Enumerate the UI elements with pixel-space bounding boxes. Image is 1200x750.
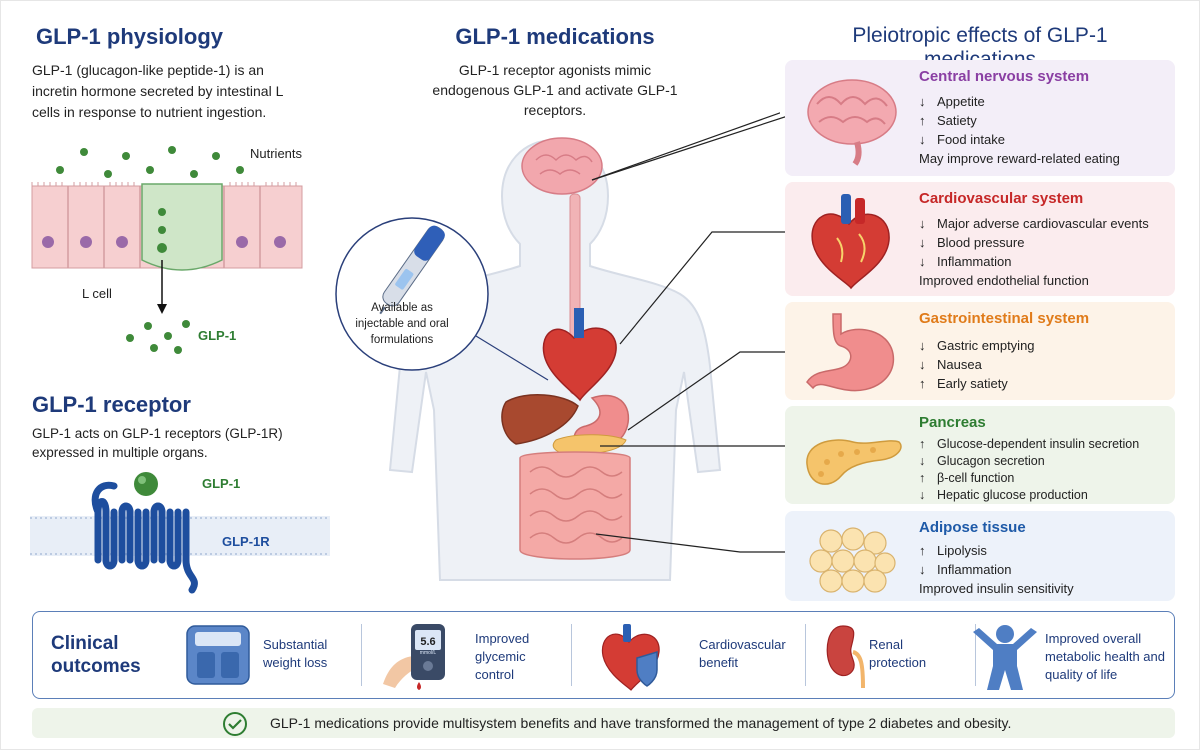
outcome-glycemic: 5.6 mmol/L Improved glycemic control	[373, 612, 573, 698]
pancreas-icon	[806, 439, 902, 485]
brain-organ	[521, 137, 603, 195]
cns-note: May improve reward-related eating	[919, 151, 1120, 166]
outcome-label: Improved glycemic control	[475, 631, 530, 682]
pancreas-organ	[552, 434, 627, 455]
gi-item: ↑Early satiety	[919, 376, 1008, 391]
medications-text: GLP-1 receptor agonists mimic endogenous…	[432, 62, 678, 118]
nutrients-label: Nutrients	[250, 146, 303, 161]
glp1-secreted-label: GLP-1	[198, 328, 236, 343]
effect-card-gastrointestinal: Gastrointestinal system ↓Gastric emptyin…	[785, 302, 1175, 400]
outcome-label: Cardiovascular benefit	[699, 637, 786, 670]
cns-item: ↑Satiety	[919, 113, 977, 128]
outcome-label: Renal protection	[869, 637, 927, 670]
outcome-label: Substantial weight loss	[263, 637, 328, 670]
cv-item: ↓Inflammation	[919, 254, 1012, 269]
outcome-renal: Renal protection	[809, 612, 975, 698]
adipose-note: Improved insulin sensitivity	[919, 581, 1074, 596]
outcome-metabolic-health: Improved overall metabolic health and qu…	[973, 612, 1175, 698]
footer-text: GLP-1 medications provide multisystem be…	[270, 715, 1012, 731]
glp1-ligand-label: GLP-1	[202, 476, 240, 491]
cns-name: Central nervous system	[919, 68, 1090, 85]
brain-icon	[807, 79, 897, 166]
adipose-name: Adipose tissue	[919, 519, 1026, 536]
svg-text:mmol/L: mmol/L	[420, 650, 437, 656]
check-circle-icon	[223, 712, 247, 736]
heart-shield-icon	[601, 624, 660, 691]
glucose-meter-icon: 5.6 mmol/L	[383, 624, 445, 690]
adipose-item: ↓Inflammation	[919, 562, 1012, 577]
liver-organ	[501, 394, 579, 445]
kidney-icon	[826, 625, 865, 689]
outcome-cardiovascular: Cardiovascular benefit	[581, 612, 801, 698]
pancreas-name: Pancreas	[919, 414, 986, 431]
cv-item: ↓Blood pressure	[919, 235, 1025, 250]
pancreas-item: ↑Glucose-dependent insulin secretion	[919, 437, 1140, 451]
clinical-outcomes-title: Clinical outcomes	[51, 633, 141, 677]
scale-icon	[186, 625, 250, 685]
injection-pen-icon	[379, 225, 445, 315]
intestine-organ	[519, 451, 631, 560]
physiology-title: GLP-1 physiology	[36, 24, 224, 49]
pancreas-item: ↓Glucagon secretion	[919, 454, 1045, 468]
adipose-cells-icon	[809, 527, 896, 593]
stomach-icon	[806, 313, 895, 392]
gi-name: Gastrointestinal system	[919, 310, 1090, 327]
heart-icon	[811, 194, 890, 290]
heart-organ	[542, 327, 617, 402]
cv-name: Cardiovascular system	[919, 190, 1084, 207]
clinical-outcomes-panel: Clinical outcomes Substantial weight los…	[32, 611, 1175, 699]
footer-banner: GLP-1 medications provide multisystem be…	[32, 708, 1175, 738]
effect-card-pancreas: Pancreas ↑Glucose-dependent insulin secr…	[785, 406, 1175, 504]
pen-callout-circle	[335, 217, 489, 371]
pancreas-item: ↑β-cell function	[919, 471, 1015, 485]
receptor-text: GLP-1 acts on GLP-1 receptors (GLP-1R) e…	[32, 426, 283, 460]
pen-label: Available as injectable and oral formula…	[355, 302, 449, 346]
gi-item: ↓Nausea	[919, 357, 982, 372]
adipose-item: ↑Lipolysis	[919, 543, 987, 558]
effect-card-adipose: Adipose tissue ↑Lipolysis ↓Inflammation …	[785, 511, 1175, 601]
cns-item: ↓Appetite	[919, 94, 985, 109]
outcome-weight-loss: Substantial weight loss	[173, 612, 363, 698]
effect-card-cardiovascular: Cardiovascular system ↓Major adverse car…	[785, 182, 1175, 296]
svg-text:5.6: 5.6	[420, 636, 435, 648]
glp1-receptor-diagram: GLP-1 GLP-1R	[30, 472, 330, 594]
outcome-label: Improved overall metabolic health and qu…	[1045, 631, 1165, 682]
gi-item: ↓Gastric emptying	[919, 338, 1035, 353]
glp1r-label: GLP-1R	[222, 534, 270, 549]
cv-item: ↓Major adverse cardiovascular events	[919, 216, 1149, 231]
medications-title: GLP-1 medications	[455, 24, 655, 49]
l-cell-label: L cell	[82, 286, 112, 301]
person-icon	[973, 625, 1037, 690]
human-body-illustration	[335, 112, 780, 581]
intestinal-epithelium-diagram: Nutrients L cell GLP-1	[31, 146, 303, 354]
cv-note: Improved endothelial function	[919, 273, 1089, 288]
receptor-title: GLP-1 receptor	[32, 392, 191, 417]
pancreas-item: ↓Hepatic glucose production	[919, 488, 1088, 502]
cns-item: ↓Food intake	[919, 132, 1005, 147]
effect-card-cns: Central nervous system ↓Appetite ↑Satiet…	[785, 60, 1175, 176]
physiology-text: GLP-1 (glucagon-like peptide-1) is an in…	[32, 62, 283, 120]
